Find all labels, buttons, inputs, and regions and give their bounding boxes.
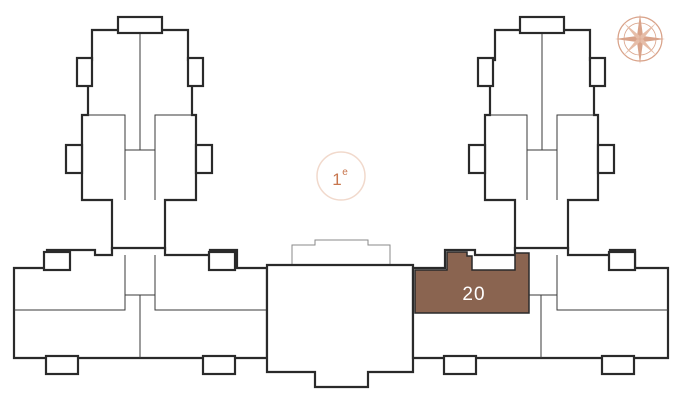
window-bay — [588, 56, 607, 88]
window-bay — [467, 143, 487, 175]
floor-suffix: e — [342, 167, 348, 178]
window-bay — [518, 15, 566, 35]
right-wing — [411, 15, 670, 376]
window-bay — [596, 143, 616, 175]
window-bay — [607, 250, 637, 272]
floor-number: 1 — [332, 170, 341, 189]
floor-badge: 1 e — [316, 151, 366, 201]
window-bay — [116, 15, 164, 35]
unit-20[interactable]: 20 — [414, 251, 530, 314]
center-core-outline — [265, 263, 415, 389]
unit-20-label: 20 — [462, 284, 485, 305]
window-bay — [442, 354, 478, 376]
window-bay — [186, 56, 205, 88]
window-bay — [201, 354, 237, 376]
window-bay — [64, 143, 84, 175]
window-bay — [194, 143, 214, 175]
window-bay — [476, 56, 495, 88]
window-bay — [42, 250, 72, 272]
window-bay — [44, 354, 80, 376]
window-bay — [75, 56, 94, 88]
window-bay — [207, 250, 237, 272]
left-wing — [12, 15, 269, 376]
center-roof-outline — [291, 239, 391, 266]
left-tower-outline — [80, 28, 198, 252]
compass-rose-icon — [615, 14, 665, 64]
center-block — [265, 239, 415, 389]
window-bay — [600, 354, 636, 376]
unit-20-shape[interactable] — [414, 251, 530, 314]
